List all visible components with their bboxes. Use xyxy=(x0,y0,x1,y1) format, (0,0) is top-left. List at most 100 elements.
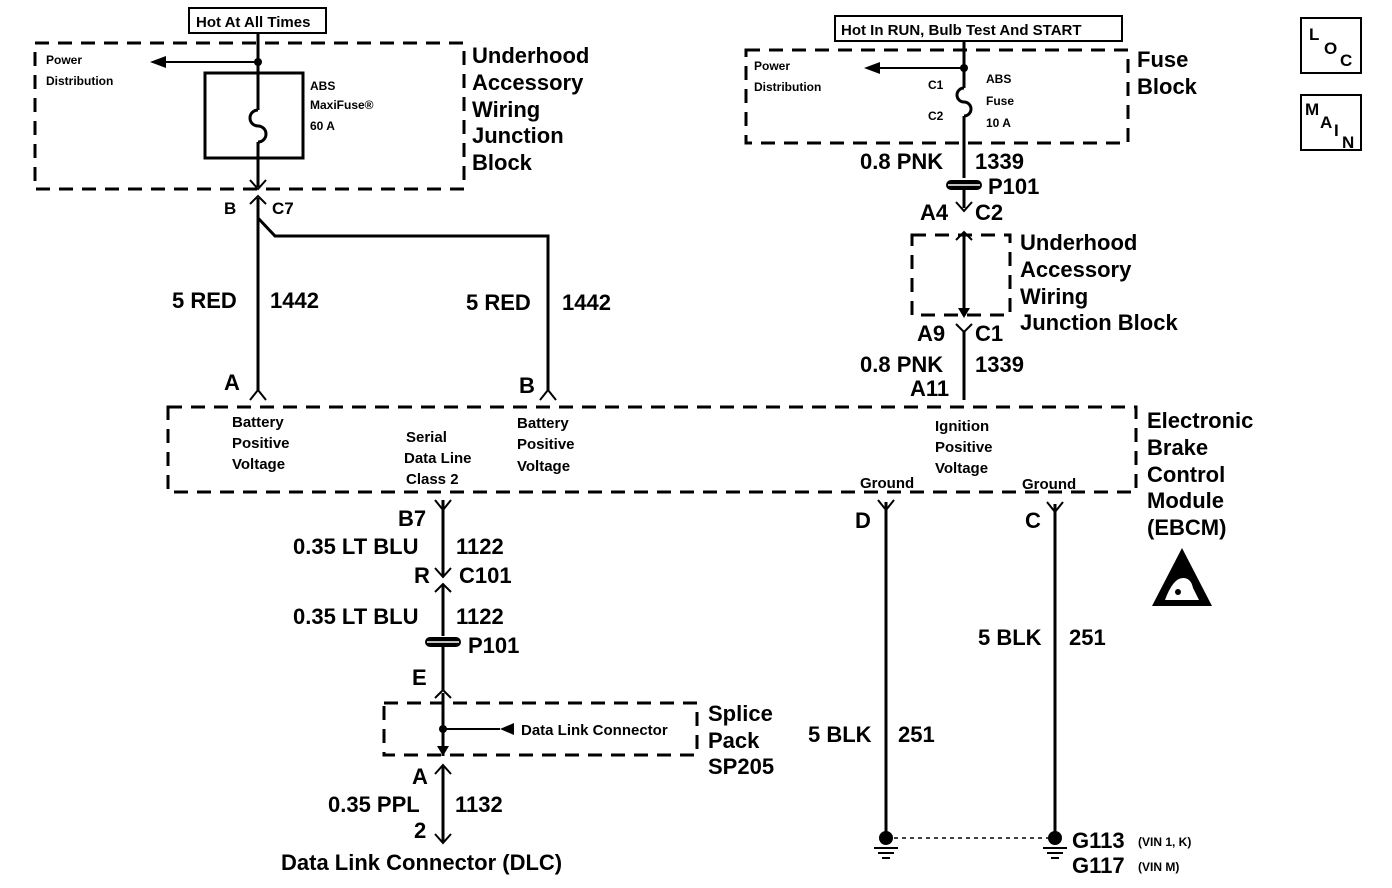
svg-text:P101: P101 xyxy=(468,633,519,658)
connector-c101: C101 xyxy=(459,563,512,588)
svg-text:C2: C2 xyxy=(928,109,944,123)
svg-text:A9: A9 xyxy=(917,321,945,346)
svg-text:L: L xyxy=(1309,25,1319,44)
ebcm-pin-a11: A11 xyxy=(910,376,949,401)
svg-text:251: 251 xyxy=(898,722,935,747)
main-button[interactable]: M A I N xyxy=(1300,94,1362,152)
underhood-block-name-left: Underhood Accessory Wiring Junction Bloc… xyxy=(472,43,589,175)
ebcm-pin-b: B xyxy=(519,373,535,398)
power-distribution-label-left: Power xyxy=(46,53,82,67)
maxifuse-label: ABS xyxy=(310,79,335,93)
svg-text:Positive: Positive xyxy=(935,439,993,456)
svg-text:5 RED: 5 RED xyxy=(172,288,237,313)
power-distribution-arrow-left xyxy=(150,56,166,68)
svg-text:Ground: Ground xyxy=(1022,476,1076,493)
hot-at-all-times-label: Hot At All Times xyxy=(196,14,310,31)
svg-text:Electronic: Electronic xyxy=(1147,408,1253,433)
svg-text:Module: Module xyxy=(1147,488,1224,513)
svg-text:Ignition: Ignition xyxy=(935,418,989,435)
svg-text:Ground: Ground xyxy=(860,475,914,492)
svg-text:5 BLK: 5 BLK xyxy=(978,625,1042,650)
svg-text:Battery: Battery xyxy=(232,414,284,431)
svg-text:Voltage: Voltage xyxy=(232,456,285,473)
ebcm-name: Electronic Brake Control Module (EBCM) xyxy=(1147,408,1253,540)
svg-text:Brake: Brake xyxy=(1147,435,1208,460)
svg-text:2: 2 xyxy=(414,818,426,843)
svg-text:Serial: Serial xyxy=(406,429,447,446)
loc-button[interactable]: L O C xyxy=(1300,17,1362,74)
svg-text:Positive: Positive xyxy=(232,435,290,452)
svg-text:Positive: Positive xyxy=(517,436,575,453)
svg-text:5 BLK: 5 BLK xyxy=(808,722,872,747)
svg-text:Block: Block xyxy=(1137,74,1198,99)
underhood-junction-block-right xyxy=(910,233,1012,317)
svg-text:(VIN 1, K): (VIN 1, K) xyxy=(1138,835,1191,849)
abs-fuse-label: ABS xyxy=(986,72,1011,86)
svg-text:60 A: 60 A xyxy=(310,119,335,133)
svg-text:C2: C2 xyxy=(975,200,1003,225)
svg-text:Junction: Junction xyxy=(472,123,564,148)
ebcm-pin-d: D xyxy=(855,508,871,533)
svg-text:Wiring: Wiring xyxy=(1020,284,1088,309)
svg-text:Voltage: Voltage xyxy=(517,458,570,475)
svg-text:Fuse: Fuse xyxy=(1137,47,1188,72)
esd-warning-icon xyxy=(1152,548,1212,606)
svg-text:Voltage: Voltage xyxy=(935,460,988,477)
ground-g113: G113 xyxy=(1072,828,1125,853)
svg-text:1339: 1339 xyxy=(975,352,1024,377)
svg-text:Data Link Connector: Data Link Connector xyxy=(521,722,668,739)
power-distribution-label-right: Power xyxy=(754,59,790,73)
svg-text:1122: 1122 xyxy=(456,534,504,559)
svg-text:Class 2: Class 2 xyxy=(406,471,459,488)
svg-text:Wiring: Wiring xyxy=(472,97,540,122)
svg-text:Data Line: Data Line xyxy=(404,450,472,467)
svg-text:251: 251 xyxy=(1069,625,1106,650)
hot-in-run-label: Hot In RUN, Bulb Test And START xyxy=(841,22,1082,39)
svg-text:O: O xyxy=(1324,39,1337,58)
svg-text:Distribution: Distribution xyxy=(46,74,113,88)
ground-symbol-left xyxy=(874,831,898,859)
svg-text:C1: C1 xyxy=(928,78,944,92)
svg-text:Accessory: Accessory xyxy=(1020,257,1132,282)
dlc-label: Data Link Connector (DLC) xyxy=(281,850,562,875)
svg-text:Battery: Battery xyxy=(517,415,569,432)
svg-text:I: I xyxy=(1334,121,1339,140)
svg-text:Control: Control xyxy=(1147,462,1225,487)
splice-pack-name: Splice Pack SP205 xyxy=(708,701,774,779)
power-distribution-arrow-right xyxy=(864,62,880,74)
ebcm-module xyxy=(166,405,1138,494)
svg-text:Junction Block: Junction Block xyxy=(1020,310,1178,335)
ebcm-pin-a: A xyxy=(224,370,240,395)
svg-text:R: R xyxy=(414,563,430,588)
svg-text:A4: A4 xyxy=(920,200,949,225)
ground-symbol-right xyxy=(1043,831,1067,859)
svg-text:0.8 PNK: 0.8 PNK xyxy=(860,149,943,174)
svg-text:0.35 LT BLU: 0.35 LT BLU xyxy=(293,604,419,629)
svg-text:0.35 LT BLU: 0.35 LT BLU xyxy=(293,534,419,559)
svg-text:(VIN M): (VIN M) xyxy=(1138,860,1179,874)
svg-text:A: A xyxy=(412,764,428,789)
hot-in-run-box xyxy=(834,15,1123,42)
connector-b-pin: B xyxy=(224,199,236,218)
data-link-connector-arrow xyxy=(500,723,514,735)
ebcm-pin-b7: B7 xyxy=(398,506,426,531)
splice-pack-sp205 xyxy=(382,701,699,757)
svg-text:SP205: SP205 xyxy=(708,754,774,779)
svg-text:0.35 PPL: 0.35 PPL xyxy=(328,792,420,817)
fuse-block-name: Fuse Block xyxy=(1137,47,1198,99)
fuse-block xyxy=(744,48,1130,145)
svg-text:C: C xyxy=(1340,51,1352,70)
svg-text:A: A xyxy=(1320,113,1332,132)
svg-text:Splice: Splice xyxy=(708,701,773,726)
svg-text:M: M xyxy=(1305,100,1319,119)
svg-text:1442: 1442 xyxy=(270,288,319,313)
svg-text:(EBCM): (EBCM) xyxy=(1147,515,1226,540)
ebcm-pin-c: C xyxy=(1025,508,1041,533)
underhood-junction-block-left xyxy=(33,41,466,191)
svg-text:1442: 1442 xyxy=(562,290,611,315)
ground-g117: G117 xyxy=(1072,853,1125,878)
svg-text:Fuse: Fuse xyxy=(986,94,1014,108)
svg-text:1339: 1339 xyxy=(975,149,1024,174)
svg-text:0.8 PNK: 0.8 PNK xyxy=(860,352,943,377)
